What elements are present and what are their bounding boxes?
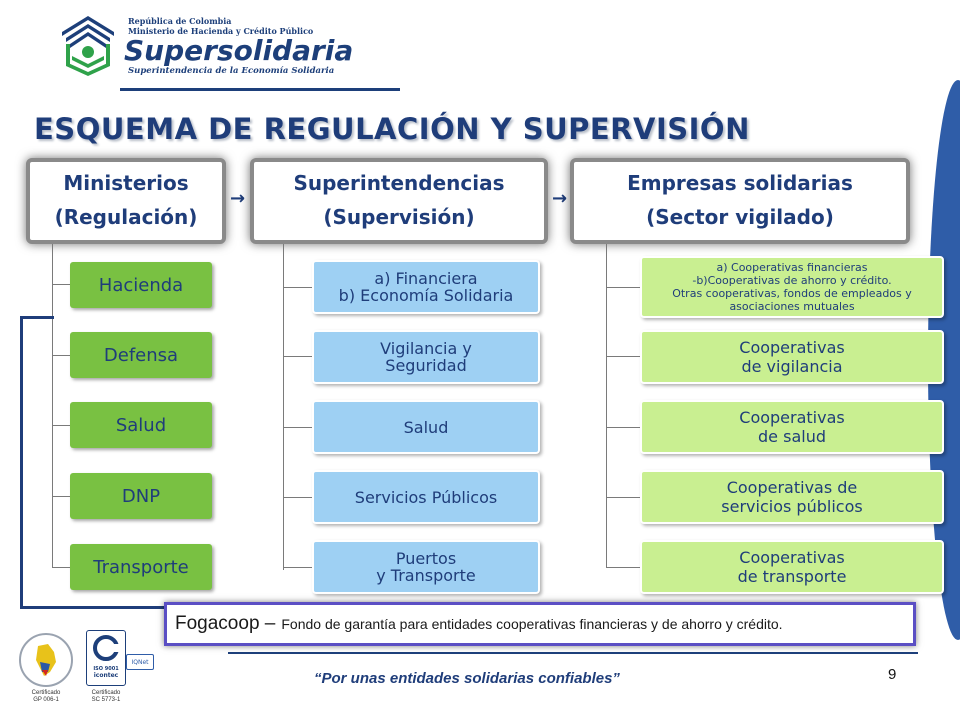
box-line: Cooperativas: [739, 408, 845, 427]
tree-branch: [283, 287, 313, 288]
tree-branch: [606, 356, 640, 357]
box-line: Cooperativas: [739, 548, 845, 567]
tree-branch: [606, 497, 640, 498]
ministerio-dnp: DNP: [70, 473, 212, 519]
header-superintendencias-line2: (Supervisión): [323, 205, 475, 229]
box-line: de salud: [758, 427, 826, 446]
tree-line: [52, 244, 53, 568]
fogacoop-box: Fogacoop – Fondo de garantía para entida…: [164, 602, 916, 646]
superintendencia-financiera-solidaria: a) Financiera b) Economía Solidaria: [312, 260, 540, 314]
empresas-cooperativas-servicios-publicos: Cooperativas de servicios públicos: [640, 470, 944, 524]
footer-slogan: “Por unas entidades solidarias confiable…: [314, 670, 620, 687]
box-line: Servicios Públicos: [354, 487, 498, 507]
box-line: Cooperativas de: [726, 478, 858, 497]
tree-branch: [606, 567, 640, 568]
tree-branch: [283, 356, 313, 357]
ministerio-defensa: Defensa: [70, 332, 212, 378]
cert-line: SC 5773-1: [91, 697, 121, 703]
empresas-cooperativas-salud: Cooperativas de salud: [640, 400, 944, 454]
empresas-cooperativas-transporte: Cooperativas de transporte: [640, 540, 944, 594]
logo-subtitle: Superintendencia de la Economía Solidari…: [128, 66, 335, 76]
tree-branch: [606, 427, 640, 428]
colombia-map-seal-icon: [18, 632, 74, 688]
bracket-line: [20, 316, 54, 319]
supersolidaria-logo-icon: [58, 14, 118, 76]
logo-country-text: República de Colombia: [128, 16, 232, 26]
tree-branch: [52, 496, 70, 497]
tree-branch: [52, 284, 70, 285]
tree-branch: [283, 567, 313, 568]
empresas-cooperativas-vigilancia: Cooperativas de vigilancia: [640, 330, 944, 384]
box-line: Puertos: [395, 549, 457, 568]
tree-branch: [283, 427, 313, 428]
box-line: y Transporte: [376, 566, 476, 585]
header-divider: [120, 88, 400, 91]
certificate-1-label: Certificado GP 006-1: [24, 690, 68, 704]
box-line: de vigilancia: [741, 357, 843, 376]
ministerio-hacienda: Hacienda: [70, 262, 212, 308]
iso-label: ISO 9001: [93, 666, 119, 672]
box-line: Otras cooperativas, fondos de empleados …: [672, 287, 912, 313]
logo-name: Supersolidaria: [124, 34, 354, 67]
footer-divider: [228, 652, 918, 654]
arrow-right-icon: →: [552, 188, 568, 209]
superintendencia-salud: Salud: [312, 400, 540, 454]
bracket-line: [20, 318, 23, 608]
page-number: 9: [888, 666, 897, 683]
ministerio-salud: Salud: [70, 402, 212, 448]
tree-branch: [606, 287, 640, 288]
header-empresas-line2: (Sector vigilado): [646, 205, 834, 229]
box-line: Cooperativas: [739, 338, 845, 357]
header-empresas-line1: Empresas solidarias: [627, 171, 853, 195]
superintendencia-servicios-publicos: Servicios Públicos: [312, 470, 540, 524]
fogacoop-name: Fogacoop –: [175, 613, 276, 634]
arrow-right-icon: →: [230, 188, 246, 209]
slide-title: ESQUEMA DE REGULACIÓN Y SUPERVISIÓN: [34, 112, 750, 146]
iqnet-seal-icon: IQNet: [126, 654, 154, 670]
box-line: Vigilancia y: [380, 339, 472, 358]
header-ministerios: Ministerios (Regulación): [26, 158, 226, 244]
header-superintendencias-line1: Superintendencias: [293, 171, 505, 195]
superintendencia-puertos-transporte: Puertos y Transporte: [312, 540, 540, 594]
iso-icontec-seal-icon: ISO 9001 icontec: [86, 630, 126, 686]
cert-line: Certificado: [31, 690, 61, 696]
cert-line: GP 006-1: [33, 697, 59, 703]
logo-ministry-text: Ministerio de Hacienda y Crédito Público: [128, 26, 314, 36]
box-line: Salud: [403, 417, 449, 437]
ministerio-transporte: Transporte: [70, 544, 212, 590]
tree-line: [283, 244, 284, 570]
icontec-label: icontec: [93, 672, 119, 679]
box-line: Seguridad: [385, 356, 467, 375]
tree-branch: [52, 355, 70, 356]
tree-branch: [283, 497, 313, 498]
fogacoop-description: Fondo de garantía para entidades coopera…: [281, 616, 783, 632]
superintendencia-vigilancia: Vigilancia y Seguridad: [312, 330, 540, 384]
box-line: -b)Cooperativas de ahorro y crédito.: [692, 274, 892, 287]
box-line: de transporte: [737, 567, 847, 586]
certificate-2-label: Certificado SC 5773-1: [84, 690, 128, 704]
box-line: a) Financiera: [374, 269, 478, 288]
tree-line: [606, 244, 607, 568]
header-empresas-solidarias: Empresas solidarias (Sector vigilado): [570, 158, 910, 244]
box-line: b) Economía Solidaria: [338, 286, 514, 305]
header-ministerios-line2: (Regulación): [54, 205, 198, 229]
header-ministerios-line1: Ministerios: [63, 171, 189, 195]
tree-branch: [52, 567, 70, 568]
header-superintendencias: Superintendencias (Supervisión): [250, 158, 548, 244]
empresas-cooperativas-financieras: a) Cooperativas financieras -b)Cooperati…: [640, 256, 944, 318]
bracket-line: [20, 606, 166, 609]
cert-line: Certificado: [91, 690, 121, 696]
tree-branch: [52, 425, 70, 426]
box-line: a) Cooperativas financieras: [716, 261, 868, 274]
box-line: servicios públicos: [721, 497, 863, 516]
